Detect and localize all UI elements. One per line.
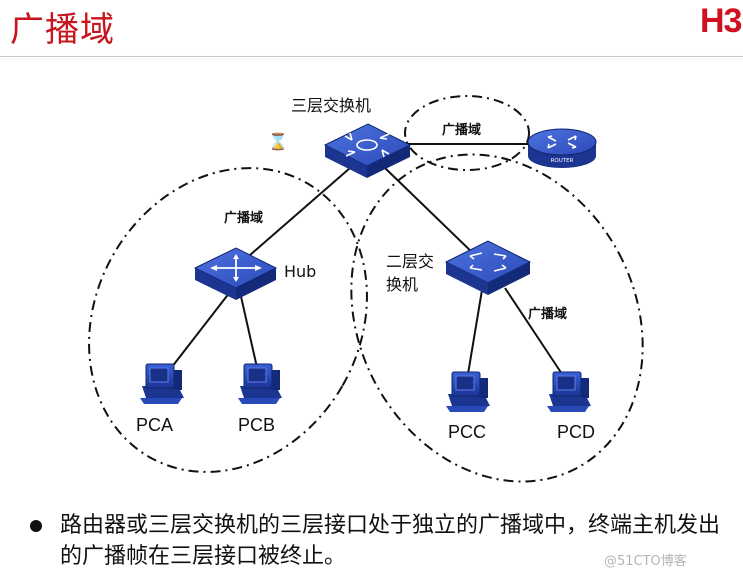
host-pcd-icon [547,371,591,412]
broadcast-domain-switch-label: 广播域 [528,307,568,322]
hourglass-icon: ⌛ [268,132,288,151]
l2-switch-label-line1: 二层交 [386,252,435,271]
hub-icon [193,247,278,300]
link-hub-pca [167,291,231,373]
link-core-l2switch [384,167,479,259]
core-l3-switch-icon [323,123,412,178]
watermark: @51CTO博客 [604,554,687,569]
router-caption: ROUTER [551,158,574,164]
broadcast-domain-hub-label: 广播域 [224,211,264,226]
core-switch-label: 三层交换机 [291,96,372,115]
brand-logo: H3 [700,2,742,40]
host-label: PCD [557,422,596,442]
l2-switch-icon [444,240,532,295]
broadcast-domain-router-boundary [404,95,530,171]
host-label: PCC [448,422,487,442]
router-icon: ROUTER [527,128,597,168]
bullet-dot-icon [30,520,42,532]
host-pcc-icon [446,371,490,412]
host-pcb-icon [238,363,282,404]
link-hub-pcb [239,291,259,373]
bullet-text: 路由器或三层交换机的三层接口处于独立的广播域中，终端主机发出的广播帧在三层接口被… [60,513,721,569]
broadcast-domain-router-label: 广播域 [442,123,482,138]
host-label: PCA [136,415,174,435]
links [167,143,563,375]
broadcast-domain-left-boundary [88,167,368,473]
host-label: PCB [238,415,276,435]
title-divider [0,56,743,57]
link-l2-pcc [467,289,483,375]
hub-label: Hub [284,262,317,281]
page-title: 广播域 [10,10,115,50]
host-pca-icon [140,363,184,404]
link-core-hub [241,167,351,263]
link-l2-pcd [504,287,563,375]
l2-switch-label-line2: 换机 [386,275,419,294]
broadcast-domain-right-boundary [350,153,644,483]
